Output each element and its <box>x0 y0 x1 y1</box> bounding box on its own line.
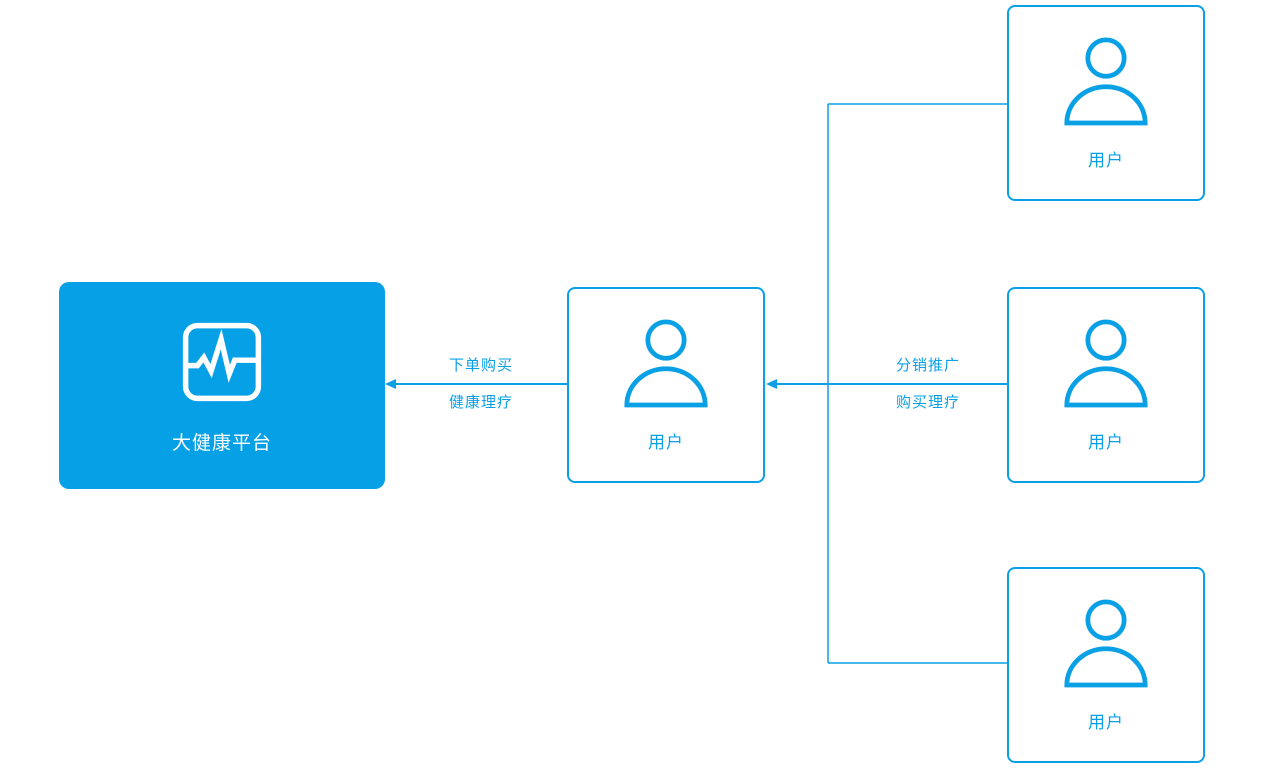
edge-order-arrowhead-icon <box>385 379 396 389</box>
pulse-monitor-icon <box>182 322 262 402</box>
user-icon <box>1064 37 1148 126</box>
user-icon <box>624 319 708 408</box>
node-user-middle[interactable]: 用户 <box>567 287 765 483</box>
user-icon <box>1064 599 1148 688</box>
user-icon <box>1064 319 1148 408</box>
edge-order-label-bottom: 健康理疗 <box>448 394 513 411</box>
edge-promo-label-top: 分销推广 <box>895 357 960 374</box>
edge-promo-arrowhead-icon <box>766 379 777 389</box>
user-label: 用户 <box>1088 151 1124 170</box>
node-user-bottom-right[interactable]: 用户 <box>1007 567 1205 763</box>
node-user-middle-right[interactable]: 用户 <box>1007 287 1205 483</box>
edge-promo-label-bottom: 购买理疗 <box>895 394 960 411</box>
node-platform[interactable]: 大健康平台 <box>59 282 385 489</box>
platform-label: 大健康平台 <box>171 433 272 454</box>
edge-order-label-top: 下单购买 <box>448 357 513 374</box>
node-user-top-right[interactable]: 用户 <box>1007 5 1205 201</box>
user-label: 用户 <box>648 433 684 452</box>
user-label: 用户 <box>1088 713 1124 732</box>
user-label: 用户 <box>1088 433 1124 452</box>
